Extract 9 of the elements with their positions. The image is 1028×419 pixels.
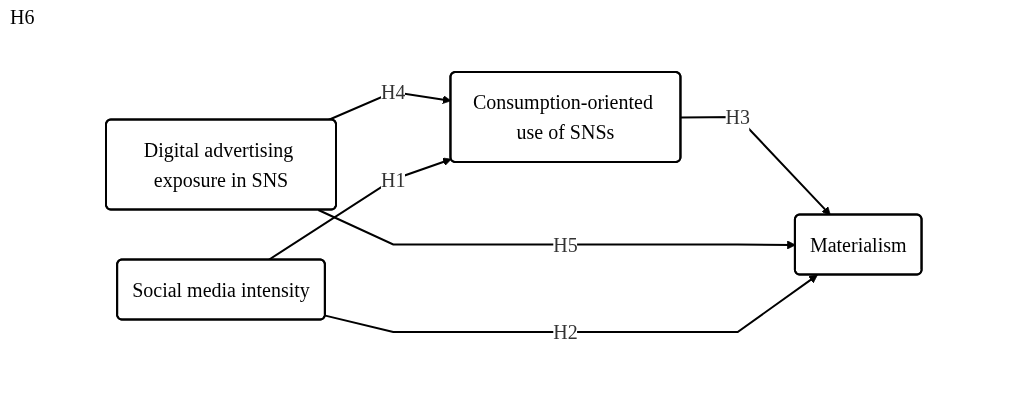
edge-label: H4 bbox=[381, 81, 406, 103]
edge-label: H2 bbox=[553, 321, 578, 343]
arrow bbox=[317, 209, 796, 250]
edge-label: H3 bbox=[725, 106, 751, 128]
edge-label: H5 bbox=[553, 233, 578, 256]
hypothesis-label: H6 bbox=[10, 6, 35, 28]
arrow bbox=[324, 274, 818, 333]
arrow bbox=[267, 157, 452, 261]
edge-label: H1 bbox=[381, 168, 406, 191]
